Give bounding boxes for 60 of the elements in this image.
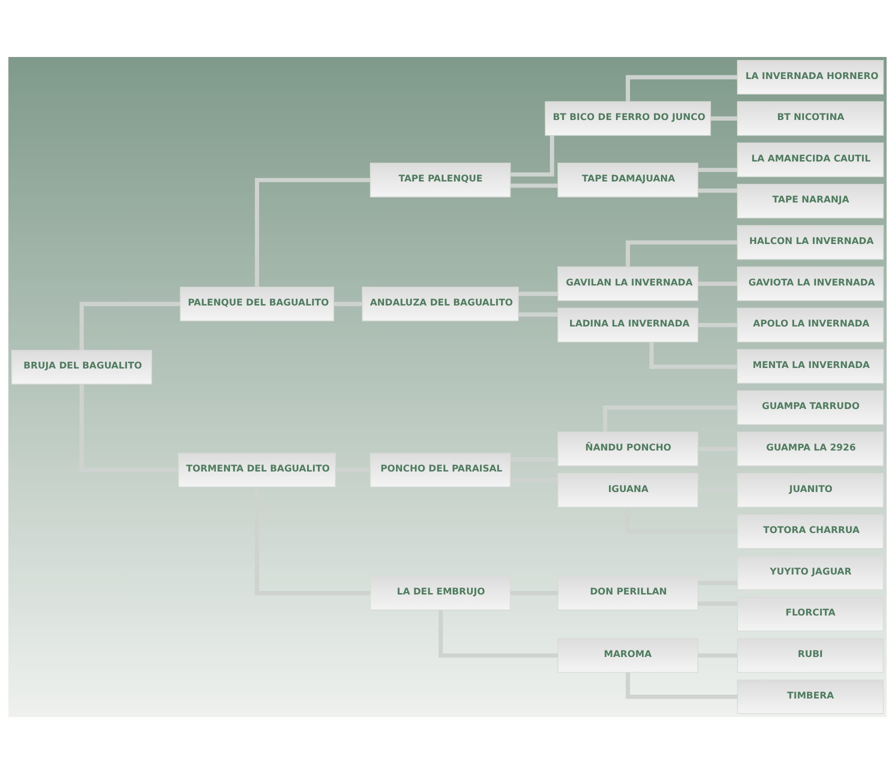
connector	[254, 177, 370, 286]
node-box: MAROMA	[558, 638, 698, 672]
node-box: MENTA LA INVERNADA	[737, 348, 884, 384]
node-box: YUYITO JAGUAR	[737, 555, 884, 590]
node-box: LA DEL EMBRUJO	[370, 575, 511, 610]
node-box: LADINA LA INVERNADA	[558, 307, 698, 342]
node-box: FLORCITA	[737, 596, 884, 631]
connector	[626, 672, 738, 698]
connector	[649, 342, 738, 368]
connector	[80, 384, 179, 472]
connector	[698, 652, 738, 658]
connector	[438, 610, 558, 658]
node-box: TORMENTA DEL BAGUALITO	[178, 452, 336, 487]
node-box: TOTORA CHARRUA	[737, 514, 884, 548]
node-box: PONCHO DEL PARAISAL	[370, 452, 511, 487]
connector	[626, 74, 738, 101]
connector	[698, 580, 738, 585]
connector	[698, 601, 738, 606]
node-box: GAVIOTA LA INVERNADA	[737, 266, 884, 301]
node-box: TAPE DAMAJUANA	[558, 162, 698, 197]
node-box: JUANITO	[737, 472, 884, 508]
node-box: LA AMANECIDA CAUTIL	[737, 142, 884, 177]
connector	[518, 312, 558, 316]
node-box: IGUANA	[558, 472, 698, 508]
node-box: GUAMPA LA 2926	[737, 431, 884, 466]
node-box: TAPE PALENQUE	[370, 162, 511, 197]
node-box: APOLO LA INVERNADA	[737, 307, 884, 342]
connector	[336, 467, 370, 472]
connector	[603, 405, 738, 432]
node-box: ANDALUZA DEL BAGUALITO	[362, 286, 519, 321]
connector	[510, 590, 558, 595]
connector	[698, 322, 738, 327]
node-box: ÑANDU PONCHO	[558, 431, 698, 466]
connector	[254, 486, 370, 595]
node-box: RUBI	[737, 638, 884, 672]
node-box: BT NICOTINA	[737, 100, 884, 136]
connector	[510, 183, 558, 188]
connector	[710, 116, 738, 120]
node-box: PALENQUE DEL BAGUALITO	[180, 286, 334, 321]
node-box: HALCON LA INVERNADA	[737, 224, 884, 260]
node-box: TAPE NARANJA	[737, 183, 884, 218]
node-box: LA INVERNADA HORNERO	[737, 59, 884, 94]
connector	[698, 446, 738, 451]
node-box: DON PERILLAN	[558, 575, 698, 610]
connector	[334, 301, 362, 306]
node-box: GAVILAN LA INVERNADA	[558, 266, 698, 301]
node-box: TIMBERA	[737, 678, 884, 714]
connector	[510, 478, 558, 482]
connector	[510, 456, 558, 462]
connector	[698, 281, 738, 286]
connector	[510, 135, 554, 176]
node-box: GUAMPA TARRUDO	[737, 390, 884, 424]
node-box: BRUJA DEL BAGUALITO	[11, 349, 152, 384]
connector	[698, 167, 738, 172]
connector	[80, 301, 180, 350]
connector	[698, 488, 738, 492]
node-box: BT BICO DE FERRO DO JUNCO	[544, 100, 711, 136]
connector	[518, 291, 558, 296]
connector	[626, 240, 738, 266]
connector	[698, 188, 738, 192]
